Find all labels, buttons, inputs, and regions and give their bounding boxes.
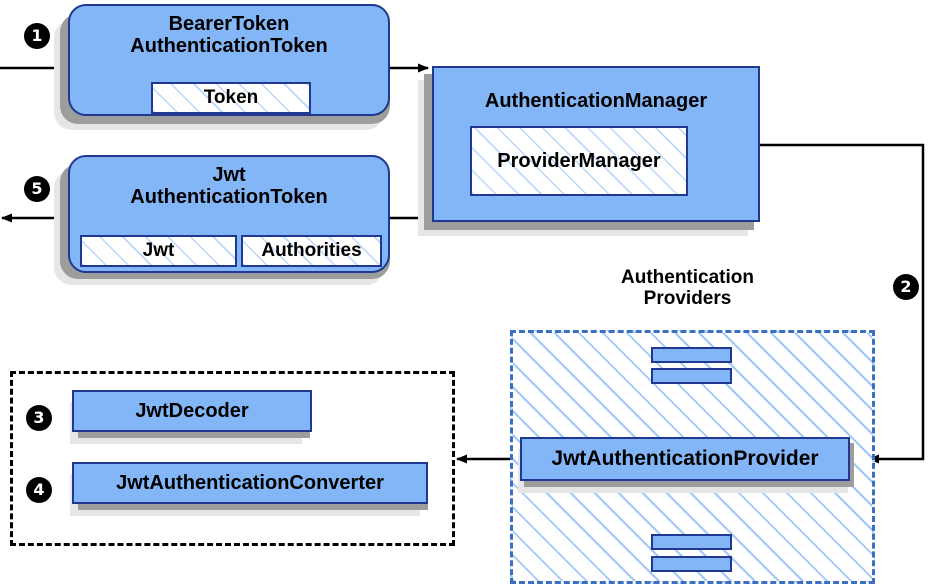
authentication-providers-title: Authentication Providers (621, 267, 754, 309)
step-badge-5-label: 5 (31, 179, 43, 198)
step-badge-4: 4 (26, 477, 52, 503)
jwt-authentication-provider-label: JwtAuthenticationProvider (551, 447, 819, 470)
field-provider-manager-label: ProviderManager (497, 149, 661, 172)
provider-slot-top-bar-2 (651, 368, 732, 384)
step-badge-1: 1 (24, 23, 50, 49)
provider-slot-bottom-bar-2 (651, 556, 732, 572)
node-jwt-authentication-token[interactable]: Jwt AuthenticationToken Jwt Authorities (68, 155, 390, 273)
authentication-manager-title: AuthenticationManager (484, 90, 708, 112)
step-badge-2-label: 2 (900, 277, 912, 296)
jwt-token-title: Jwt AuthenticationToken (130, 164, 328, 209)
field-jwt: Jwt (80, 235, 237, 267)
jwt-decoder-label: JwtDecoder (135, 399, 249, 422)
step-badge-3-label: 3 (33, 408, 45, 427)
provider-slot-top-bar-1 (651, 347, 732, 363)
field-token: Token (151, 82, 311, 114)
node-jwt-decoder[interactable]: JwtDecoder (72, 390, 312, 432)
step-badge-2: 2 (893, 274, 919, 300)
provider-slot-bottom-bar-1 (651, 534, 732, 550)
bearer-token-title: BearerToken AuthenticationToken (130, 13, 328, 58)
node-authentication-manager[interactable]: AuthenticationManager ProviderManager (432, 66, 760, 222)
field-authorities: Authorities (241, 235, 382, 267)
step-badge-5: 5 (24, 176, 50, 202)
field-jwt-label: Jwt (142, 240, 175, 261)
field-token-label: Token (203, 87, 259, 108)
jwt-authentication-converter-label: JwtAuthenticationConverter (116, 471, 384, 494)
node-bearer-token-authentication-token[interactable]: BearerToken AuthenticationToken Token (68, 4, 390, 116)
step-badge-1-label: 1 (31, 26, 43, 45)
field-authorities-label: Authorities (261, 240, 362, 261)
node-jwt-authentication-converter[interactable]: JwtAuthenticationConverter (72, 462, 428, 504)
node-jwt-authentication-provider[interactable]: JwtAuthenticationProvider (520, 437, 850, 481)
step-badge-4-label: 4 (33, 480, 45, 499)
field-provider-manager: ProviderManager (470, 126, 688, 196)
step-badge-3: 3 (26, 405, 52, 431)
